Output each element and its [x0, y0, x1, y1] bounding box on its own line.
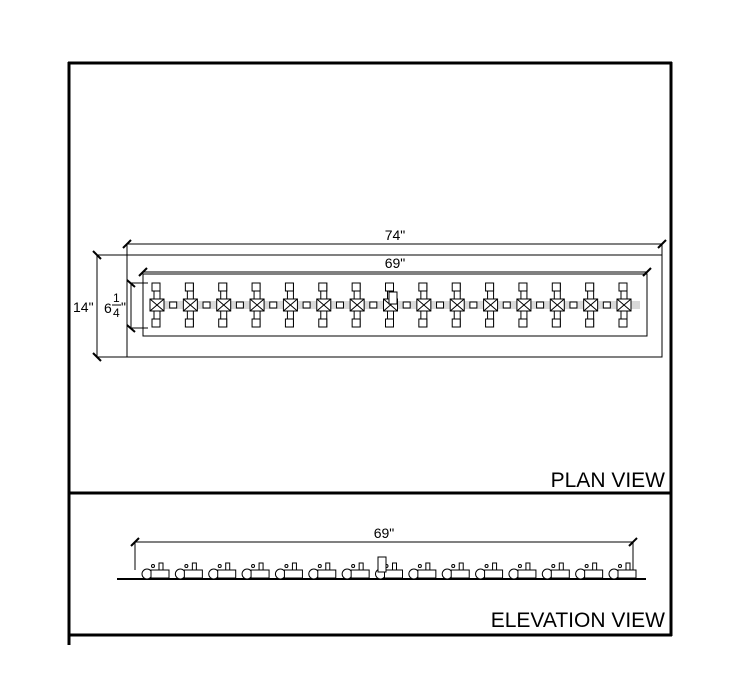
burner-module [449, 282, 478, 328]
center-inlet [377, 556, 387, 573]
burner-module [616, 282, 632, 328]
overall-length-dim: 74" [385, 227, 406, 243]
elevation-module [408, 562, 437, 580]
elevation-module [541, 562, 570, 580]
burner-width-num: 1 [113, 291, 120, 305]
plan-view-title: PLAN VIEW [551, 469, 666, 492]
elevation-module [241, 562, 270, 580]
burner-module [349, 282, 378, 328]
burner-module [316, 282, 344, 328]
elevation-view: 69" ELEVATION VIEW [117, 525, 665, 632]
burner-module [416, 282, 445, 328]
center-inlet [388, 291, 398, 305]
burner-module [383, 282, 411, 328]
burner-module [516, 282, 545, 328]
burner-module [483, 282, 511, 328]
elevation-module [174, 562, 203, 580]
elevation-module [208, 562, 237, 580]
burner-width-whole: 6 [104, 300, 112, 316]
elevation-module [141, 562, 170, 580]
burner-width-unit: " [121, 299, 126, 315]
burner-width-den: 4 [113, 306, 120, 320]
burner-module [149, 282, 178, 328]
burner-module [216, 282, 244, 328]
burner-module [583, 282, 611, 328]
plan-view: 74" 69" 14" 6 1 4 " PLAN VIEW [73, 227, 667, 492]
elevation-length-dim: 69" [374, 525, 395, 541]
burner-outline [142, 273, 648, 337]
elevation-module [608, 562, 637, 580]
burner-module [282, 282, 311, 328]
burner-length-dim: 69" [385, 255, 406, 271]
elevation-module [441, 562, 470, 580]
pan-outline [126, 254, 663, 358]
elevation-view-title: ELEVATION VIEW [491, 609, 665, 632]
elevation-module [308, 562, 337, 580]
sheet-frame [67, 61, 673, 645]
burner-module [182, 282, 211, 328]
elevation-module [475, 562, 504, 580]
burner-module [549, 282, 578, 328]
elevation-module [508, 562, 537, 580]
burner-module [249, 282, 278, 328]
elevation-module [575, 562, 604, 580]
elevation-module [274, 562, 303, 580]
overall-width-dim: 14" [73, 299, 94, 315]
elevation-module [341, 562, 370, 580]
